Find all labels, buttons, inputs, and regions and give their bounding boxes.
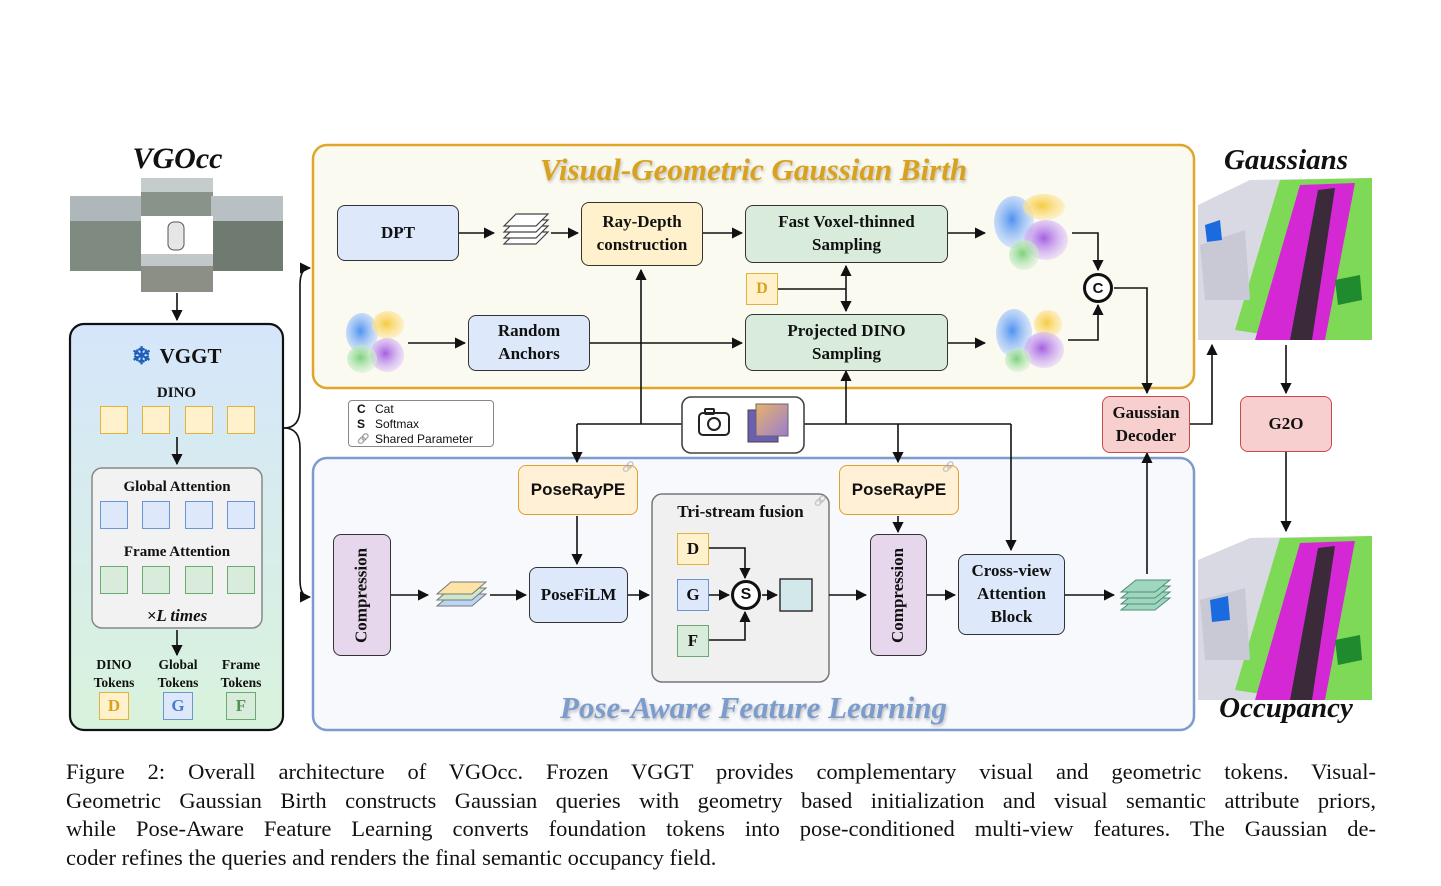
output-global-token: G [163,692,193,720]
shared-link-icon: 🔗 [622,462,635,473]
caption-line: while Pose-Aware Feature Learning conver… [66,816,1376,841]
depth-stack-icon [502,213,550,245]
compression-box-2: Compression [870,534,927,656]
occupancy-render [1198,536,1372,700]
tristream-label: Tri-stream fusion [677,502,804,521]
global-token [227,501,255,529]
frame-token [227,566,255,594]
image-stack-icon [747,403,789,443]
poseraype-box-1: PoseRayPE [518,465,638,515]
gaussian-blobs-birth [994,194,1068,270]
global-token [185,501,213,529]
softmax-operator: S [731,580,761,610]
figure-caption: Figure 2: Overall architecture of VGOcc.… [66,758,1376,872]
global-token [100,501,128,529]
stream-f: F [677,625,709,657]
occupancy-title: Occupancy [1219,692,1353,724]
diagram-connectors [68,143,1372,732]
dino-token [185,406,213,434]
anchor-blobs [346,311,404,373]
gaussian-blobs-projected [996,309,1064,372]
dino-token [100,406,128,434]
caption-line: Geometric Gaussian Birth constructs Gaus… [66,787,1376,813]
vgocc-title: VGOcc [132,142,223,175]
shared-link-icon: 🔗 [942,462,955,473]
fused-feature [779,578,813,612]
vggt-label: VGGT [159,344,222,368]
dino-token [142,406,170,434]
frame-token [185,566,213,594]
caption-line: coder refines the queries and renders th… [66,844,717,870]
camera-icon [698,408,730,436]
dino-token [227,406,255,434]
global-attention-label: Global Attention [123,479,231,495]
stream-g: G [677,579,709,611]
dino-label: DINO [156,385,197,401]
compression-box-1: Compression [333,534,391,656]
g2o-box: G2O [1240,396,1332,452]
shared-link-icon: 🔗 [814,496,827,507]
cat-operator: C [1083,273,1113,303]
gaussians-render [1198,178,1372,340]
link-icon: 🔗 [357,434,370,445]
global-token [142,501,170,529]
stream-d: D [677,533,709,565]
frame-token [142,566,170,594]
caption-line: Figure 2: Overall architecture of VGOcc.… [66,759,1376,784]
legend-row-shared: 🔗Shared Parameter [357,432,474,446]
dpt-box: DPT [337,205,459,261]
frame-attention-label: Frame Attention [123,544,231,560]
camera-images [70,178,283,292]
snowflake-icon: ❄ [131,344,152,370]
attention-block [91,467,263,629]
birth-d-token: D [746,273,778,305]
feature-stack-icon-1 [435,581,488,607]
poseraype-box-2: PoseRayPE [839,465,959,515]
posefilm-box: PoseFiLM [529,567,628,623]
output-frame-token: F [226,692,256,720]
frame-token [100,566,128,594]
birth-title: Visual-Geometric Gaussian Birth [539,152,968,187]
output-dino-token: D [99,692,129,720]
loop-label: ×L times [146,606,208,625]
architecture-diagram: VGOcc Visual-Geometric Gaussian Birth Po… [68,142,1372,732]
vggt-header: ❄ VGGT [70,342,283,371]
pose-title: Pose-Aware Feature Learning [560,690,947,725]
feature-stack-icon-2 [1119,579,1172,611]
gaussians-title: Gaussians [1223,144,1349,176]
